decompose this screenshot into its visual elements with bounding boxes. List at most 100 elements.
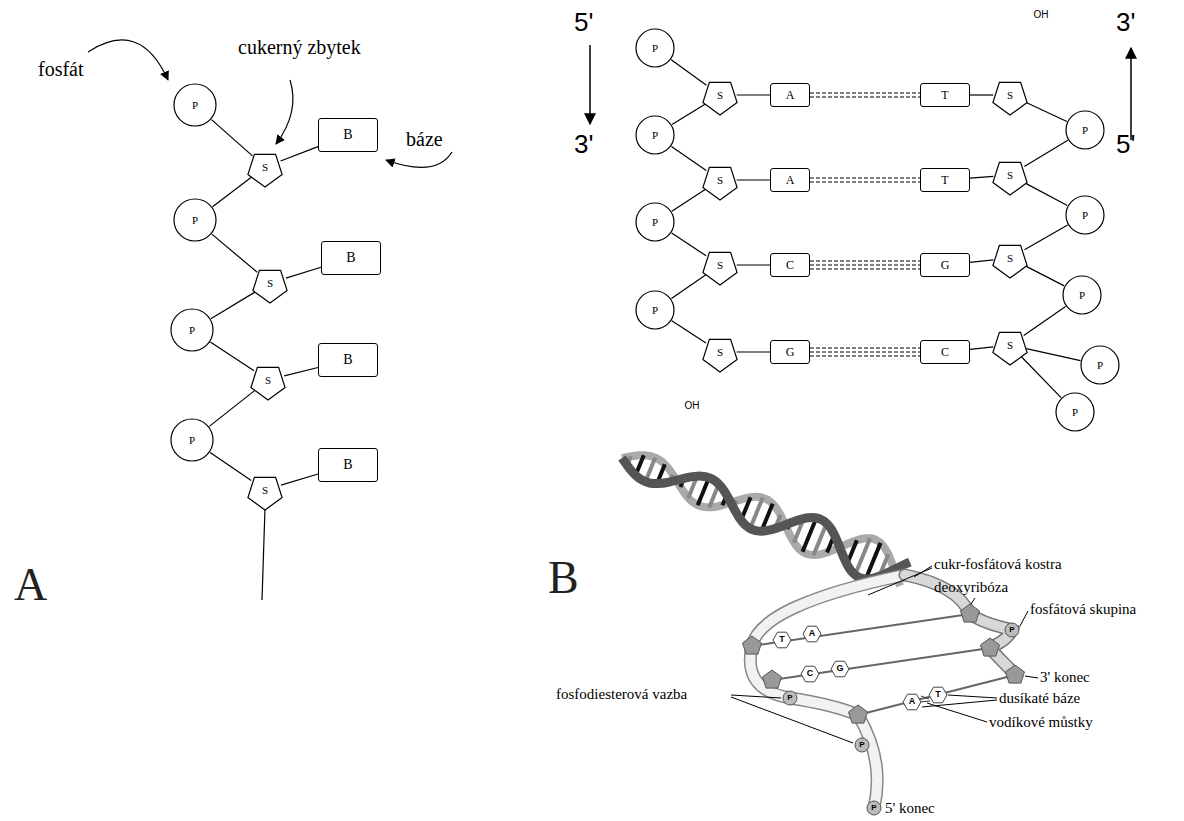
phosphate-dot [867, 801, 881, 815]
helix-rung [750, 498, 763, 529]
phosphate-circle: P [1080, 345, 1120, 385]
base-letter: T [935, 690, 941, 700]
node-text: A [786, 174, 795, 186]
base-letter: A [809, 629, 816, 639]
node-text: P [192, 100, 198, 111]
node-text: S [1007, 170, 1013, 181]
node-text: S [265, 375, 271, 386]
phosphate-circle: P [1062, 275, 1102, 315]
part-label: fosfodiesterová vazba [556, 686, 687, 703]
base-hexagon [831, 661, 849, 677]
base-letter: G [836, 664, 843, 674]
backbone-bond [970, 347, 993, 350]
backbone-bond [970, 95, 993, 96]
base-box: T [920, 168, 970, 192]
backbone-bond [672, 233, 706, 256]
base-box: B [318, 343, 378, 377]
sugar-pentagon: S [991, 239, 1029, 277]
helix-strand [622, 455, 900, 586]
backbone-bond [970, 176, 993, 178]
node-text: P [652, 130, 658, 141]
hydroxyl-label: OH [685, 400, 700, 411]
hydrogen-bond [810, 93, 920, 97]
sugar-pentagon: S [246, 471, 284, 509]
node-text: P [652, 305, 658, 316]
nucleotides [743, 604, 1025, 815]
backbone-bond [671, 60, 706, 85]
part-label: fosfátová skupina [1030, 601, 1136, 618]
deoxyribose-pentagon [1006, 665, 1025, 683]
base-hexagon [773, 632, 791, 648]
deoxyribose-pentagon [849, 705, 868, 723]
node-text: P [1072, 407, 1078, 418]
backbone-bond [737, 265, 770, 266]
node-text: S [717, 90, 723, 101]
part-label: cukerný zbytek [238, 36, 361, 58]
base-hexagon [803, 626, 821, 642]
backbone-bond [672, 321, 706, 343]
backbone-bond [737, 180, 770, 181]
base-box: T [920, 83, 970, 107]
phosphate-circle: P [635, 202, 675, 242]
backbone-bond [209, 390, 255, 426]
node-text: P [1082, 125, 1088, 136]
backbone-bond [970, 260, 993, 263]
node-text: G [941, 259, 950, 271]
phosphate-letter: P [859, 741, 864, 750]
phosphate-letter: P [1009, 626, 1014, 635]
backbone-bond [1022, 357, 1061, 398]
node-text: B [343, 353, 352, 367]
phosphate-circle: P [170, 418, 214, 462]
sugar-pentagon: S [251, 264, 289, 302]
phosphate-dot [1005, 623, 1019, 637]
callout-arrow [276, 80, 293, 144]
phosphate-circle: P [1055, 392, 1095, 432]
panel-letter: B [548, 553, 579, 604]
part-label: fosfát [38, 58, 84, 80]
part-label: deoxyribóza [934, 579, 1008, 596]
part-label: dusíkaté báze [999, 690, 1080, 707]
part-label: vodíkové můstky [989, 714, 1093, 731]
node-text: G [786, 346, 795, 358]
base-letter: T [779, 635, 785, 645]
node-text: S [267, 278, 273, 289]
phosphate-letter: P [871, 804, 876, 813]
sugar-pentagon: S [701, 76, 739, 114]
backbone-bond [284, 368, 318, 376]
base-hexagon [801, 666, 819, 682]
base-rung [752, 614, 970, 646]
backbone-ribbon [905, 575, 1015, 675]
backbone-bond [210, 452, 251, 480]
node-text: P [189, 325, 195, 336]
backbone-ribbon [750, 575, 905, 808]
helix-rung [814, 523, 827, 555]
deoxyribose-pentagon [961, 604, 980, 622]
backbone-bond [1025, 266, 1064, 286]
strand-end: 3' [574, 130, 593, 159]
backbone-bond [1024, 306, 1066, 335]
base-letter: C [807, 669, 814, 679]
backbone-bond [212, 234, 257, 272]
part-label: 5' konec [885, 800, 935, 817]
callout-arrow [88, 40, 168, 80]
sugar-pentagon: S [246, 148, 284, 186]
node-text: S [1007, 90, 1013, 101]
direction-arrow [589, 45, 591, 124]
backbone-bond [671, 275, 706, 299]
base-box: C [770, 253, 810, 277]
base-hexagon [903, 694, 921, 710]
sugar-pentagon: S [701, 246, 739, 284]
backbone-bond [737, 95, 770, 96]
part-label: 3' konec [1040, 669, 1090, 686]
node-text: P [1097, 360, 1103, 371]
helix-strand [622, 458, 910, 579]
node-text: C [786, 259, 794, 271]
hydrogen-bond [810, 348, 920, 356]
hydroxyl-label: OH [1034, 9, 1049, 20]
node-text: S [717, 347, 723, 358]
base-box: G [770, 340, 810, 364]
node-text: S [1007, 340, 1013, 351]
backbone-bond [210, 342, 254, 371]
